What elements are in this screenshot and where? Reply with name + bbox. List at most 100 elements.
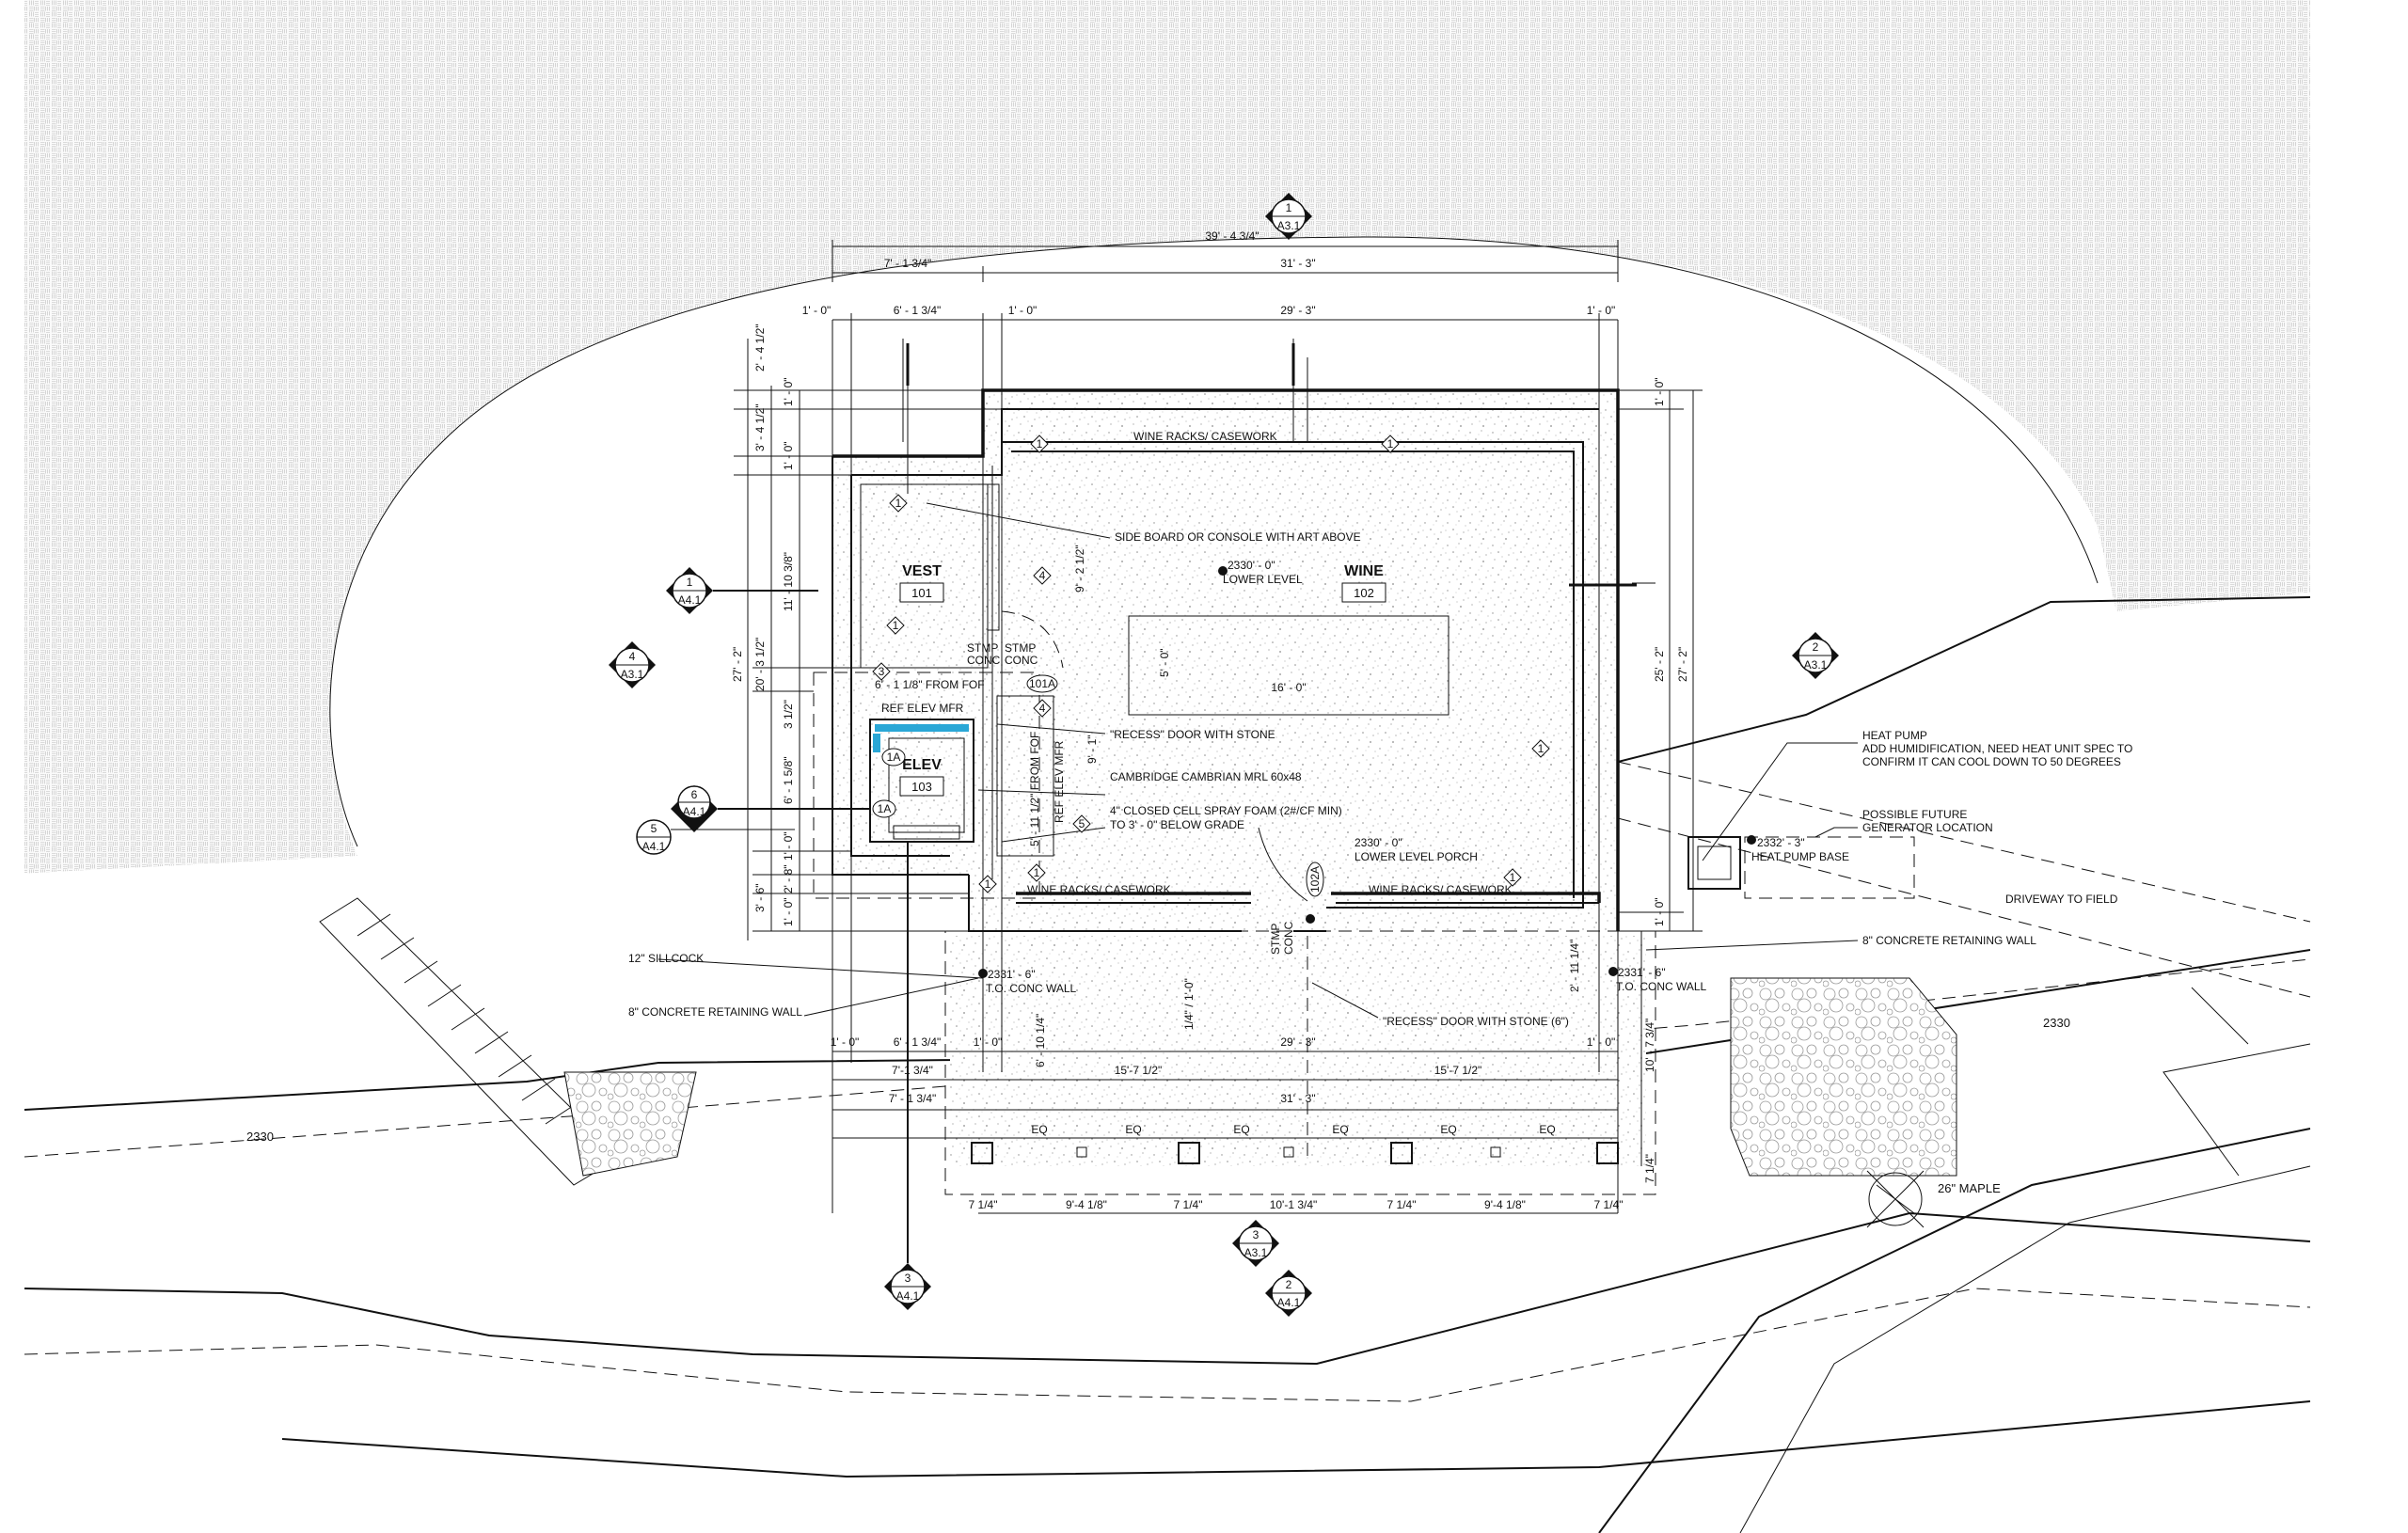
dim-vertical: 6' - 10 1/4" (1034, 1014, 1047, 1067)
dim-post: 7 1/4" (1174, 1198, 1203, 1211)
dim-eq: EQ (1440, 1123, 1456, 1136)
keynote-tag[interactable]: 1 (1510, 871, 1516, 884)
section-sheet[interactable]: A3.1 (1277, 219, 1301, 232)
elev-room-outline (869, 719, 974, 843)
gravel-left (563, 1071, 697, 1177)
section-sheet[interactable]: A4.1 (896, 1289, 920, 1303)
section-sheet[interactable]: A3.1 (621, 668, 644, 681)
keynote-tag[interactable]: 5 (1079, 817, 1085, 830)
keynote-tag[interactable]: 4 (1039, 569, 1046, 582)
section-marker-left-b: 4 A3.1 (609, 641, 656, 688)
dim-bottom: 1' - 0" (974, 1035, 1003, 1049)
room-number-wine: 102 (1354, 586, 1374, 600)
dim-post: 7 1/4" (969, 1198, 998, 1211)
dim-bottom: 1' - 0" (831, 1035, 860, 1049)
elev-controls (893, 825, 960, 840)
dim-vertical: 20' - 3 1/2" (753, 638, 767, 691)
maple-tree-icon (1866, 1170, 1925, 1228)
section-marker-left-c: 6 A4.1 (671, 785, 870, 832)
note-stmp-1: STMP (967, 641, 998, 655)
keynote-tag[interactable]: 1 (1538, 742, 1545, 755)
dim-top: 1' - 0" (1008, 304, 1038, 317)
note-retaining-right: 8" CONCRETE RETAINING WALL (1862, 934, 2036, 947)
dim-post: 10'-1 3/4" (1270, 1198, 1318, 1211)
dim-vertical: 9' - 1" (1085, 735, 1099, 764)
note-heat-pump-1: HEAT PUMP (1862, 729, 1927, 742)
section-num: 3 (905, 1272, 911, 1285)
note-spray-foam-1: 4" CLOSED CELL SPRAY FOAM (2#/CF MIN) (1110, 804, 1342, 817)
dim-bottom: 29' - 3" (1280, 1035, 1315, 1049)
room-number-vest: 101 (911, 586, 932, 600)
door-tag[interactable]: 1A (887, 751, 901, 764)
note-wine-racks-top: WINE RACKS/ CASEWORK (1133, 430, 1277, 443)
dim-vertical: 3 1/2" (782, 700, 795, 729)
wine-table-area (1128, 615, 1450, 716)
door-tag[interactable]: 102A (1308, 866, 1322, 893)
note-ref-elev-mfr: REF ELEV MFR (881, 702, 964, 715)
note-spray-foam-2: TO 3' - 0" BELOW GRADE (1110, 818, 1244, 831)
spot-elev-porch-label: LOWER LEVEL PORCH (1354, 850, 1478, 863)
door-swing-102a (1258, 827, 1308, 902)
heat-pump-inner (1697, 846, 1732, 880)
note-recess-door: "RECESS" DOOR WITH STONE (1110, 728, 1275, 741)
section-sheet[interactable]: A3.1 (1244, 1246, 1268, 1259)
elev-dashed-box (813, 672, 1040, 899)
keynote-tag[interactable]: 1 (1037, 437, 1043, 450)
keynote-tags: 1 1 1 4 1 3 4 5 1 1 1 1 (872, 435, 1550, 893)
spot-elev-heat-pump-label: HEAT PUMP BASE (1751, 850, 1849, 863)
elev-shaft (888, 737, 965, 833)
section-marker-bottom-c: 2 A4.1 (1265, 1270, 1312, 1317)
dim-eq: EQ (1332, 1123, 1348, 1136)
section-sheet[interactable]: A4.1 (642, 840, 666, 853)
section-sheet[interactable]: A4.1 (1277, 1296, 1301, 1309)
dim-vertical: 3' - 6" (753, 883, 767, 912)
section-sheet[interactable]: A4.1 (678, 593, 702, 607)
dim-horizontal: 16' - 0" (1271, 681, 1306, 694)
section-sheet[interactable]: A4.1 (683, 805, 706, 818)
spot-elev-heat-pump: 2332' - 3" (1757, 836, 1805, 849)
dim-eq: EQ (1031, 1123, 1047, 1136)
dim-vertical: 1' - 0" (782, 831, 795, 861)
dim-vertical: 2' - 4 1/2" (753, 324, 767, 371)
driveway-edge (329, 236, 2099, 847)
keynote-tag[interactable]: 1 (985, 877, 991, 891)
dim-vertical: 1' - 0" (1653, 377, 1666, 406)
spot-elevation-icons (978, 566, 1756, 978)
dim-bottom: 7' - 1 3/4" (889, 1092, 937, 1105)
door-tag[interactable]: 1A (878, 802, 892, 815)
note-sillcock: 12" SILLCOCK (628, 952, 704, 965)
spot-elev-lower-level-label: LOWER LEVEL (1223, 573, 1303, 586)
note-driveway: DRIVEWAY TO FIELD (2005, 893, 2118, 906)
leader-lines (657, 348, 2249, 1045)
section-sheet[interactable]: A3.1 (1804, 658, 1828, 672)
note-generator-2: GENERATOR LOCATION (1862, 821, 1993, 834)
dimension-lines-right (1618, 389, 1703, 1166)
slab-fill (832, 390, 1618, 931)
door-tag[interactable]: 101A (1029, 677, 1055, 690)
keynote-tag[interactable]: 1 (893, 619, 899, 632)
keynote-tag[interactable]: 1 (1034, 866, 1040, 879)
dim-vertical: 2' - 8" (782, 864, 795, 893)
note-maple: 26" MAPLE (1938, 1181, 2001, 1195)
section-num: 4 (629, 650, 636, 663)
dim-eq: EQ (1125, 1123, 1141, 1136)
spot-elev-lower-level: 2330' - 0" (1228, 559, 1275, 572)
section-marker-left-a: 1 A4.1 (666, 567, 818, 614)
generator-box (1744, 836, 1915, 899)
dim-post: 7 1/4" (1594, 1198, 1624, 1211)
side-board (987, 483, 1000, 631)
keynote-tag[interactable]: 4 (1039, 702, 1046, 715)
porch-columns (971, 1142, 1619, 1164)
dim-eq: EQ (1539, 1123, 1555, 1136)
contour-label-1: 2330 (246, 1130, 274, 1144)
keynote-tag[interactable]: 3 (879, 665, 885, 678)
keynote-tag[interactable]: 1 (1387, 437, 1394, 450)
room-name-wine: WINE (1344, 563, 1384, 579)
dim-vertical: 1' - 0" (1653, 897, 1666, 926)
dim-vertical: 25' - 2" (1653, 647, 1666, 682)
door-tags: 101A 102A 1A 1A (872, 674, 1324, 897)
dimension-lines-bottom (832, 1039, 1619, 1214)
keynote-tag[interactable]: 1 (895, 497, 902, 510)
note-generator-1: POSSIBLE FUTURE (1862, 808, 1967, 821)
